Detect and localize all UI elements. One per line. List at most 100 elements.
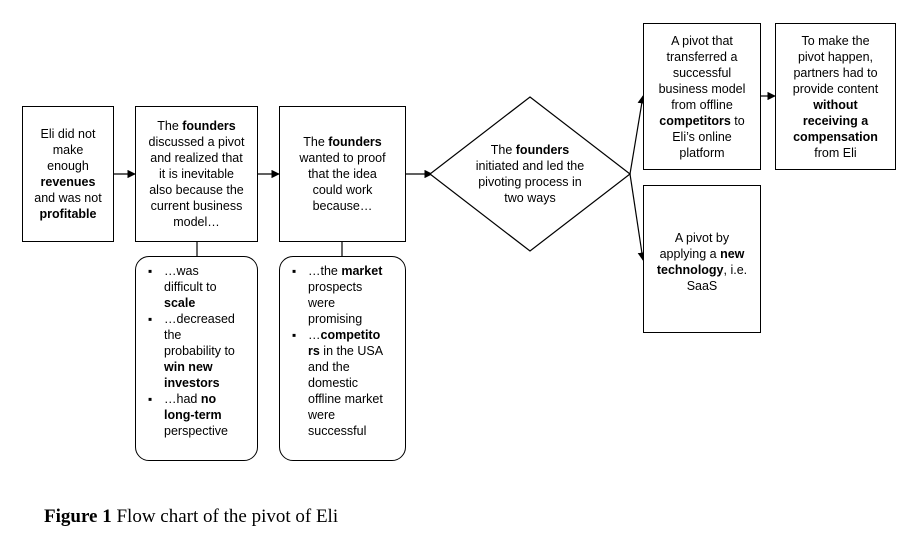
text: … bbox=[308, 328, 321, 342]
text: and was not bbox=[34, 191, 102, 205]
text: current business bbox=[150, 199, 243, 213]
bold-text: without bbox=[813, 97, 858, 112]
bold-text: competitors bbox=[659, 113, 731, 128]
text: pivot happen, bbox=[797, 49, 874, 64]
text: prospects bbox=[308, 280, 363, 294]
text: To make the bbox=[801, 33, 870, 48]
reasons-list: …was difficult to scale …decreased the probab… bbox=[142, 263, 235, 439]
list-item: …decreased the probability to win new invest… bbox=[148, 311, 235, 391]
text: also because the bbox=[149, 183, 244, 197]
text: …the bbox=[308, 264, 342, 278]
list-item: …competitors in the USA and the domestic of… bbox=[292, 327, 384, 439]
bold-text: market bbox=[341, 264, 383, 278]
text: applying a bbox=[659, 247, 721, 261]
text: could work bbox=[312, 183, 373, 197]
text: enough bbox=[47, 159, 89, 173]
bold-text: receiving a bbox=[802, 113, 869, 128]
text: because… bbox=[312, 199, 373, 213]
text: business model bbox=[658, 81, 746, 96]
list-business-model-reasons: …was difficult to scale …decreased the probab… bbox=[135, 256, 258, 461]
text: …was bbox=[164, 264, 199, 278]
text: …had bbox=[164, 392, 201, 406]
text: make bbox=[52, 143, 84, 157]
list-item: …was difficult to scale bbox=[148, 263, 235, 311]
box-founders-discussed: The founders discussed a pivot and realize… bbox=[135, 106, 258, 242]
text: wanted to proof bbox=[299, 151, 386, 165]
node-text: The founders discussed a pivot and realize… bbox=[149, 118, 245, 230]
text: model… bbox=[173, 215, 220, 229]
bold-text: founders bbox=[515, 143, 570, 157]
bold-text: founders bbox=[182, 119, 236, 133]
text: discussed a pivot bbox=[148, 135, 245, 149]
text: SaaS bbox=[686, 279, 718, 293]
bold-text: profitable bbox=[39, 207, 97, 221]
text: difficult to bbox=[164, 280, 217, 294]
text: Eli did not bbox=[40, 127, 96, 141]
text: The bbox=[303, 135, 329, 149]
text: probability to bbox=[164, 344, 235, 358]
text: A pivot by bbox=[674, 231, 730, 245]
text: were bbox=[308, 408, 336, 422]
text: Eli’s online bbox=[672, 129, 732, 144]
text: from Eli bbox=[814, 145, 857, 160]
text: successful bbox=[672, 65, 732, 80]
proof-list: …the marketprospectswerepromising…compet… bbox=[286, 263, 383, 439]
decision-diamond bbox=[429, 96, 631, 252]
box-not-profitable: Eli did not make enough revenues and was not… bbox=[22, 106, 114, 242]
text: platform bbox=[679, 145, 725, 160]
text: pivoting process in bbox=[478, 175, 582, 189]
text: and the bbox=[308, 360, 350, 374]
list-item: …the market prospects were promising bbox=[292, 263, 383, 327]
list-item: …had no long-term perspective bbox=[148, 391, 235, 439]
text: domestic bbox=[308, 376, 359, 390]
text: in the USA bbox=[319, 344, 384, 358]
diamond-label: The founders initiated and led the pivotin… bbox=[455, 142, 605, 206]
text: were bbox=[308, 296, 336, 310]
bold-text: no bbox=[200, 392, 217, 406]
text: offline market bbox=[308, 392, 383, 406]
figure-label: Figure 1 bbox=[44, 506, 112, 527]
text: , i.e. bbox=[723, 263, 748, 277]
bold-text: rs bbox=[308, 344, 320, 358]
text: The bbox=[490, 143, 516, 157]
bold-text: long-term bbox=[164, 408, 222, 422]
text: the bbox=[164, 328, 182, 342]
text: …decreased bbox=[164, 312, 235, 326]
bold-text: scale bbox=[164, 296, 196, 310]
bold-text: revenues bbox=[40, 175, 96, 189]
arrow-diamond-bottom bbox=[629, 173, 647, 261]
node-text: Eli did not make enough revenues and was not… bbox=[34, 126, 101, 222]
text: it is inevitable bbox=[158, 167, 235, 181]
text: transferred a bbox=[666, 49, 738, 64]
text: perspective bbox=[164, 424, 228, 438]
text: to bbox=[730, 113, 745, 128]
text: promising bbox=[308, 312, 363, 326]
bold-text: investors bbox=[164, 376, 220, 390]
figure-title: Flow chart of the pivot of Eli bbox=[111, 506, 339, 527]
bold-text: compensation bbox=[793, 129, 878, 144]
bold-text: competito bbox=[320, 328, 381, 342]
bold-text: win new bbox=[164, 360, 213, 374]
text: A pivot that bbox=[671, 33, 733, 48]
text: and realized that bbox=[150, 151, 243, 165]
bold-text: founders bbox=[328, 135, 382, 149]
text: provide content bbox=[792, 81, 879, 96]
text: from offline bbox=[671, 97, 733, 112]
list-proof-reasons: …the marketprospectswerepromising…compet… bbox=[279, 256, 406, 461]
text: successful bbox=[308, 424, 367, 438]
text: initiated and led the bbox=[475, 159, 585, 173]
bold-text: new bbox=[720, 247, 745, 261]
node-text: The founders initiated and led the pivotin… bbox=[455, 142, 605, 206]
arrow-diamond-top bbox=[629, 95, 646, 175]
text: partners had to bbox=[793, 65, 878, 80]
text: The bbox=[157, 119, 183, 133]
